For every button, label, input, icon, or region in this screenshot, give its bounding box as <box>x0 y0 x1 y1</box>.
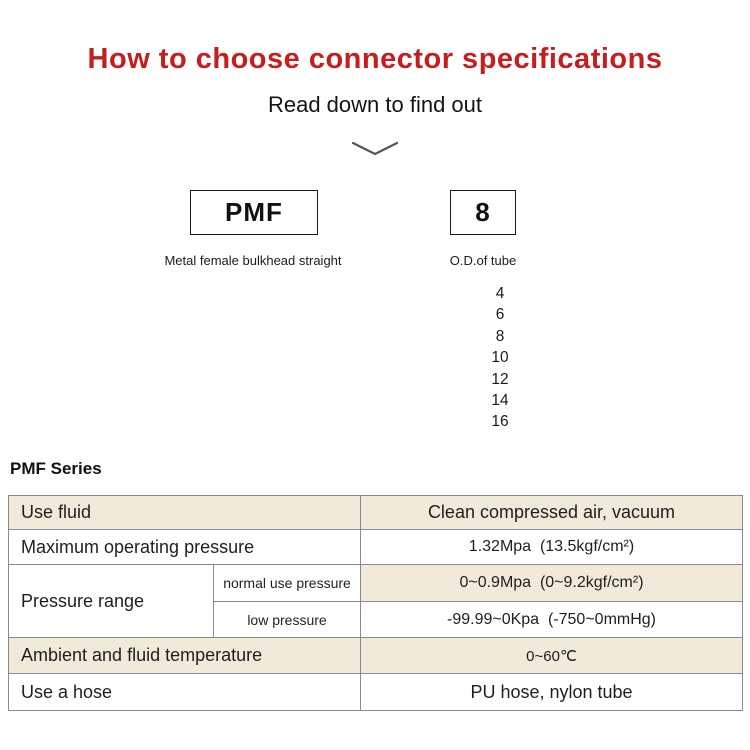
table-row: Ambient and fluid temperature 0~60℃ <box>8 637 743 674</box>
series-heading: PMF Series <box>10 459 102 478</box>
pressure-range-label: Pressure range <box>8 564 214 638</box>
page-subtitle: Read down to find out <box>267 92 483 117</box>
hose-label: Use a hose <box>8 673 361 711</box>
normal-pressure-value: 0~0.9Mpa (0~9.2kgf/cm²) <box>360 564 743 602</box>
table-row: Pressure range normal use pressure 0~0.9… <box>8 564 743 638</box>
size-description: O.D.of tube <box>449 253 517 268</box>
normal-pressure-label: normal use pressure <box>213 564 361 602</box>
ambient-temp-value: 0~60℃ <box>360 637 743 674</box>
max-pressure-value: 1.32Mpa (13.5kgf/cm²) <box>360 529 743 565</box>
use-fluid-value: Clean compressed air, vacuum <box>360 495 743 530</box>
size-option: 16 <box>491 413 509 431</box>
model-code-box: PMF <box>190 190 318 235</box>
chevron-down-icon <box>0 140 750 158</box>
use-fluid-label: Use fluid <box>8 495 361 530</box>
table-row: Use fluid Clean compressed air, vacuum <box>8 495 743 530</box>
size-code-box: 8 <box>450 190 516 235</box>
size-option: 12 <box>491 370 509 388</box>
model-description: Metal female bulkhead straight <box>164 253 342 268</box>
size-option: 10 <box>491 349 509 367</box>
size-option: 4 <box>495 285 505 302</box>
table-row: Use a hose PU hose, nylon tube <box>8 673 743 711</box>
ambient-temp-label: Ambient and fluid temperature <box>8 637 361 674</box>
size-option: 14 <box>491 392 509 410</box>
table-row: Maximum operating pressure 1.32Mpa (13.5… <box>8 529 743 565</box>
size-option: 8 <box>495 327 505 345</box>
spec-table: Use fluid Clean compressed air, vacuum M… <box>8 495 743 711</box>
low-pressure-label: low pressure <box>213 601 361 638</box>
size-option: 6 <box>495 306 505 324</box>
table-row: low pressure -99.99~0Kpa (-750~0mmHg) <box>9 601 743 638</box>
size-options-list: 4 6 8 10 12 14 16 <box>450 283 550 433</box>
low-pressure-value: -99.99~0Kpa (-750~0mmHg) <box>360 601 743 638</box>
max-pressure-label: Maximum operating pressure <box>8 529 361 565</box>
page-title: How to choose connector specifications <box>87 43 663 75</box>
hose-value: PU hose, nylon tube <box>360 673 743 711</box>
